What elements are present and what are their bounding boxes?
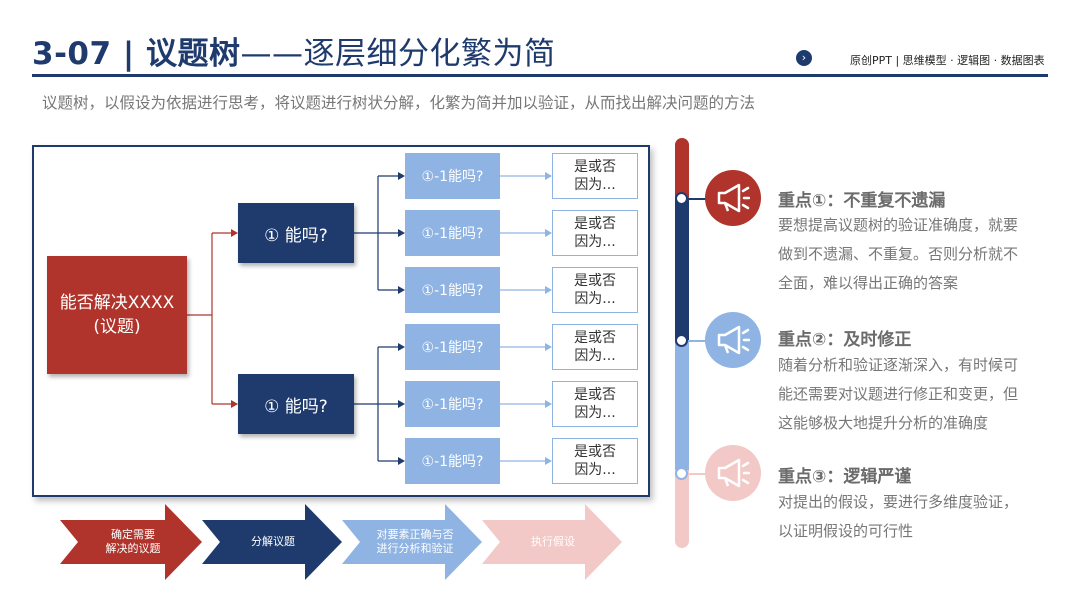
step-1-label: 确定需要 解决的议题 [88,520,178,564]
megaphone-icon [705,170,761,226]
sub-sub-issue-node: ①-1能吗? [405,438,500,484]
header-divider [32,74,1048,77]
key-point-body: 对提出的假设，要进行多维度验证， 以证明假设的可行性 [778,488,1048,546]
key-point-line: 以证明假设的可行性 [778,522,914,540]
key-point-line: 能还需要对议题进行修正和变更，但 [778,385,1019,403]
answer-node: 是或否 因为... [552,381,638,427]
step-line2: 解决的议题 [105,542,161,555]
key-point-line: 对提出的假设，要进行多维度验证， [778,493,1019,511]
key-point-title: 重点①：不重复不遗漏 [778,191,946,211]
answer-node: 是或否 因为... [552,210,638,256]
key-point-body: 随着分析和验证逐渐深入，有时候可 能还需要对议题进行修正和变更，但 这能够极大地… [778,351,1048,438]
timeline-segment-pink [675,470,689,548]
timeline-connector [688,340,708,342]
timeline-dot [675,467,688,480]
answer-node: 是或否 因为... [552,153,638,199]
key-point-title: 重点③：逻辑严谨 [778,467,912,487]
root-issue-node: 能否解决XXXX (议题) [47,256,187,374]
timeline-segment-red [675,138,689,208]
key-point-line: 做到不遗漏、不重复。否则分析就不 [778,245,1019,263]
answer-node: 是或否 因为... [552,438,638,484]
sub-issue-node: ① 能吗? [238,203,354,263]
step-3-arrow [342,504,482,580]
answer-line1: 是或否 [574,273,616,289]
sub-sub-issue-node: ①-1能吗? [405,324,500,370]
title-subtitle: ——逐层细分化繁为简 [240,36,556,72]
answer-line2: 因为... [574,462,616,478]
timeline-segment-blue [675,340,689,475]
title-main: 3-07 | 议题树 [32,36,241,72]
step-line1: 执行假设 [531,535,575,548]
key-point-body: 要想提高议题树的验证准确度，就要 做到不遗漏、不重复。否则分析就不 全面，难以得… [778,211,1048,298]
answer-line2: 因为... [574,177,616,193]
root-line1: 能否解决XXXX [59,293,175,313]
timeline-connector [688,198,708,200]
sub-sub-issue-node: ①-1能吗? [405,153,500,199]
page-title: 3-07 | 议题树——逐层细分化繁为简 [32,28,555,73]
sub-sub-issue-node: ①-1能吗? [405,210,500,256]
root-line2: (议题) [93,317,141,337]
answer-line1: 是或否 [574,330,616,346]
process-steps [60,504,622,580]
page-description: 议题树，以假设为依据进行思考，将议题进行树状分解，化繁为简并加以验证，从而找出解… [42,94,756,112]
sub-sub-issue-node: ①-1能吗? [405,267,500,313]
answer-line1: 是或否 [574,444,616,460]
chevron-right-icon[interactable]: › [796,50,812,66]
timeline-segment-navy [675,200,689,345]
timeline-dot [675,192,688,205]
megaphone-icon [705,312,761,368]
answer-node: 是或否 因为... [552,324,638,370]
megaphone-icon [705,445,761,501]
answer-line2: 因为... [574,291,616,307]
answer-line2: 因为... [574,405,616,421]
step-4-arrow [482,504,622,580]
answer-line1: 是或否 [574,387,616,403]
step-1-arrow [60,504,202,580]
key-point-line: 全面，难以得出正确的答案 [778,274,959,292]
step-line2: 进行分析和验证 [376,542,454,555]
key-point-line: 这能够极大地提升分析的准确度 [778,414,989,432]
key-point-title: 重点②：及时修正 [778,330,912,350]
step-4-label: 执行假设 [508,520,598,564]
step-line1: 确定需要 [111,528,155,541]
step-2-arrow [202,504,342,580]
step-2-label: 分解议题 [228,520,318,564]
step-3-label: 对要素正确与否 进行分析和验证 [360,520,470,564]
sub-sub-issue-node: ①-1能吗? [405,381,500,427]
brand-text: 原创PPT | 思维模型 · 逻辑图 · 数据图表 [850,54,1045,67]
step-line1: 对要素正确与否 [376,528,454,541]
answer-line1: 是或否 [574,159,616,175]
key-point-line: 要想提高议题树的验证准确度，就要 [778,216,1019,234]
step-line1: 分解议题 [251,535,295,548]
key-point-line: 随着分析和验证逐渐深入，有时候可 [778,356,1019,374]
answer-line2: 因为... [574,348,616,364]
timeline-dot [675,334,688,347]
timeline-connector [688,473,708,475]
sub-issue-node: ① 能吗? [238,374,354,434]
answer-node: 是或否 因为... [552,267,638,313]
answer-line1: 是或否 [574,216,616,232]
answer-line2: 因为... [574,234,616,250]
